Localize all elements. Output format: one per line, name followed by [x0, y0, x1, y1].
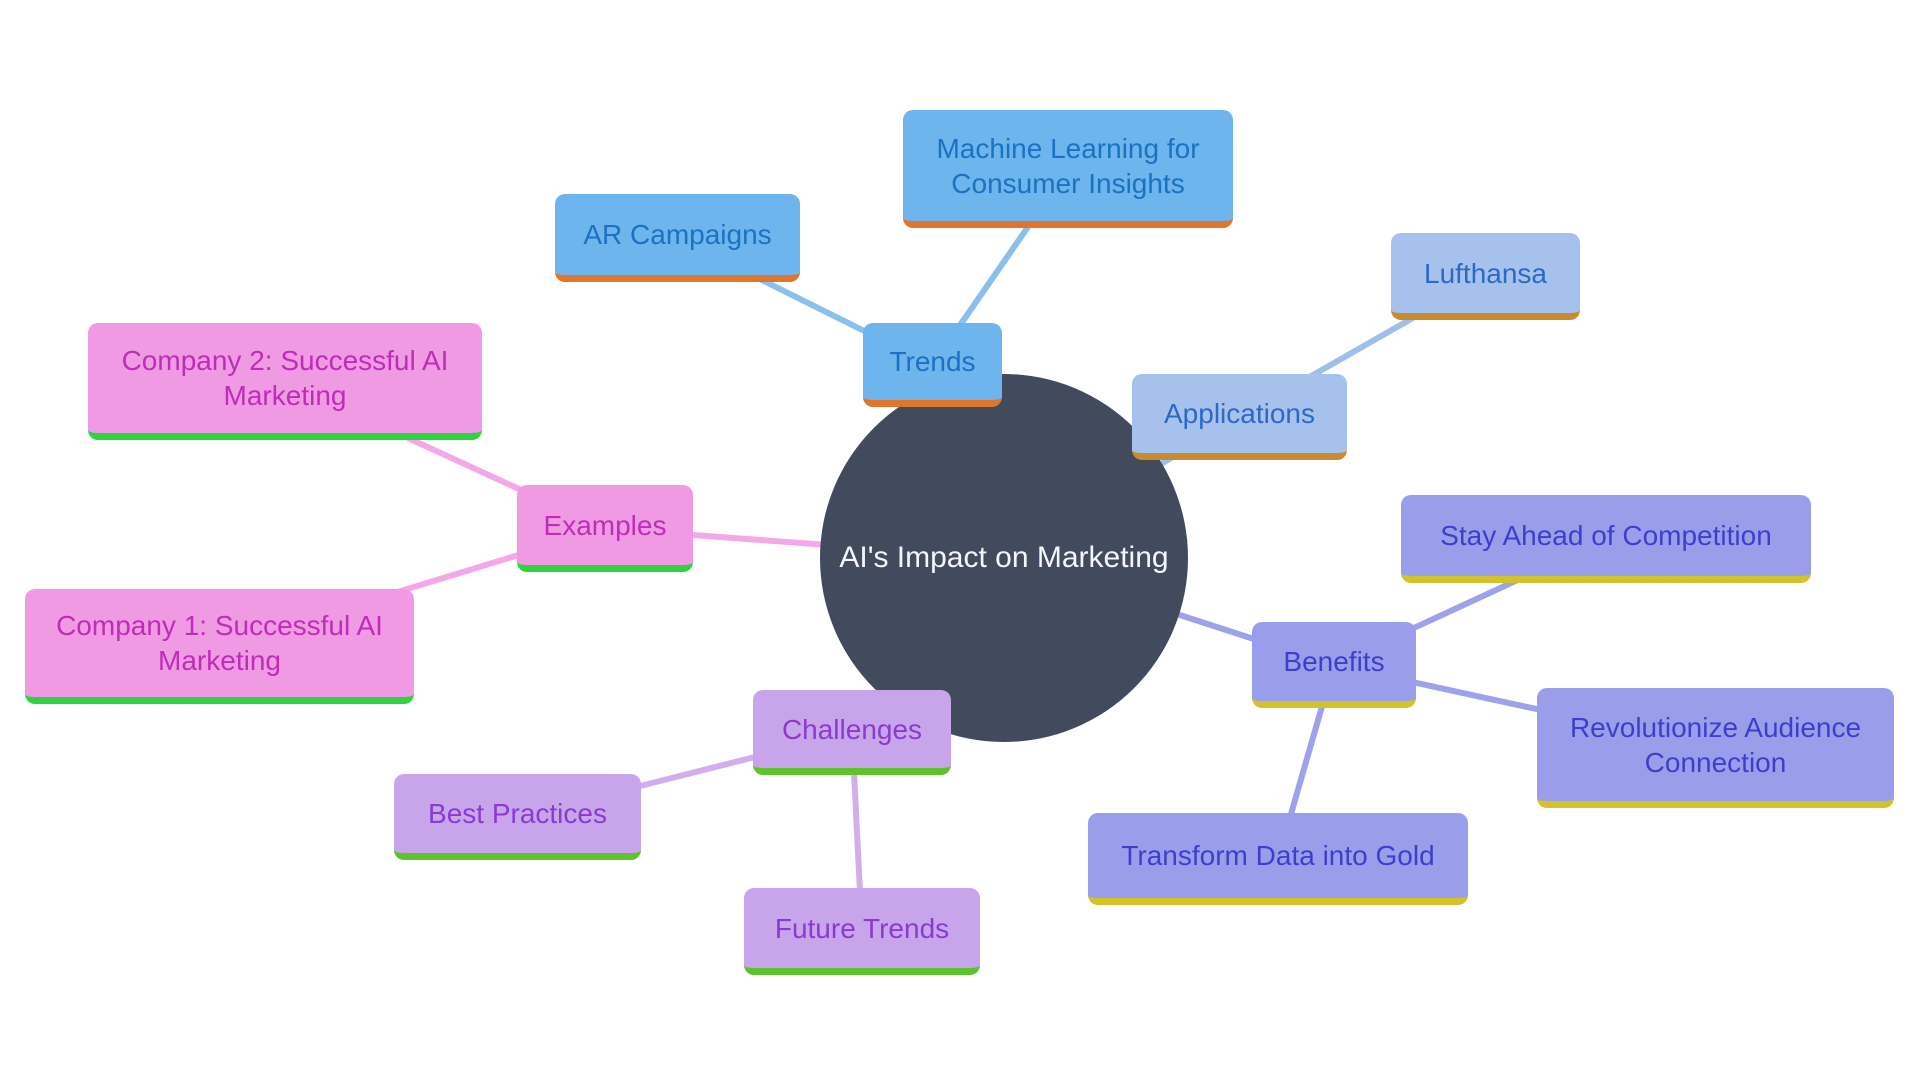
node-stay-ahead: Stay Ahead of Competition [1401, 495, 1811, 583]
node-best-practices: Best Practices [394, 774, 641, 860]
node-trends: Trends [863, 323, 1002, 407]
node-benefits: Benefits [1252, 622, 1416, 708]
node-label: Revolutionize Audience Connection [1569, 711, 1862, 778]
node-revolutionize: Revolutionize Audience Connection [1537, 688, 1894, 808]
node-ml-insights: Machine Learning for Consumer Insights [903, 110, 1233, 228]
node-company1: Company 1: Successful AI Marketing [25, 589, 414, 704]
node-examples: Examples [517, 485, 693, 572]
central-topic: AI's Impact on Marketing [820, 374, 1188, 742]
node-label: Benefits [1283, 646, 1385, 677]
node-applications: Applications [1132, 374, 1347, 460]
node-label: AR Campaigns [583, 219, 772, 250]
node-label: Lufthansa [1424, 257, 1547, 289]
node-label: Transform Data into Gold [1121, 840, 1435, 871]
node-label: Applications [1164, 398, 1315, 429]
central-topic-label: AI's Impact on Marketing [839, 541, 1169, 574]
node-ar-campaigns: AR Campaigns [555, 194, 800, 282]
node-label: Company 2: Successful AI Marketing [121, 345, 449, 411]
node-future-trends: Future Trends [744, 888, 980, 975]
node-label: Best Practices [428, 798, 607, 829]
node-challenges: Challenges [753, 690, 951, 775]
node-lufthansa: Lufthansa [1391, 233, 1580, 320]
node-label: Company 1: Successful AI Marketing [56, 610, 383, 676]
node-label: Examples [543, 509, 667, 541]
node-label: Future Trends [774, 912, 950, 944]
node-label: Stay Ahead of Competition [1440, 520, 1772, 551]
node-company2: Company 2: Successful AI Marketing [88, 323, 482, 440]
node-label: Trends [889, 346, 976, 377]
node-label: Challenges [781, 713, 923, 745]
node-transform: Transform Data into Gold [1088, 813, 1468, 905]
node-label: Machine Learning for Consumer Insights [936, 132, 1200, 199]
